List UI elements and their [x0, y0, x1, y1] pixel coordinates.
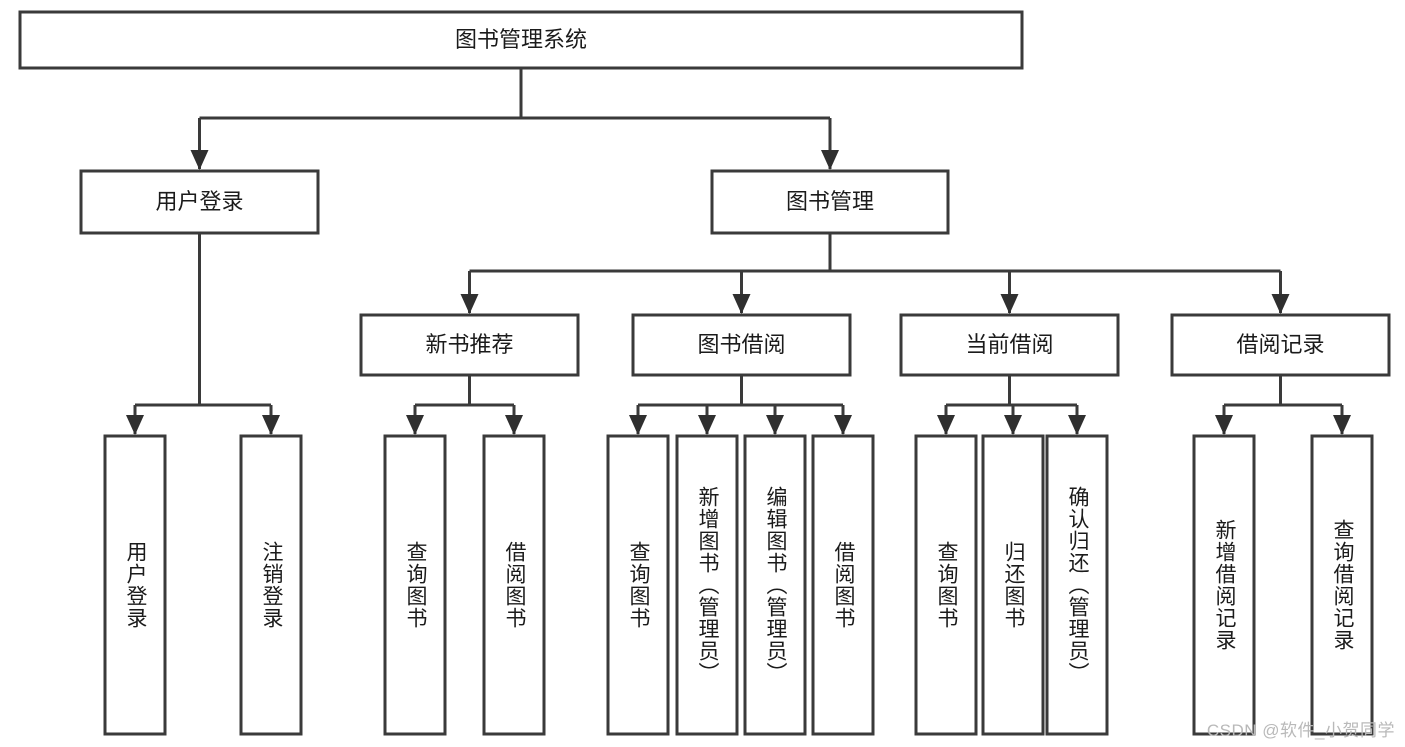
arrow-down-icon-level3-0 [460, 294, 479, 314]
arrow-down-icon-level3-3 [1271, 294, 1290, 314]
node-box-leaf-query-book-1[interactable] [383, 434, 447, 736]
node-box-user-login[interactable] [79, 169, 320, 235]
node-box-leaf-user-logout[interactable] [239, 434, 303, 736]
node-box-new-book-rec[interactable] [359, 313, 580, 377]
node-box-borrow-record[interactable] [1170, 313, 1391, 377]
arrow-down-icon-leaf-user-logout [262, 415, 280, 435]
arrow-down-icon-level3-2 [1000, 294, 1019, 314]
node-box-leaf-add-book[interactable] [675, 434, 739, 736]
node-box-current-borrow[interactable] [899, 313, 1120, 377]
arrow-down-icon-leaf-confirm-return [1068, 415, 1086, 435]
node-box-leaf-query-book-3[interactable] [914, 434, 978, 736]
node-box-leaf-confirm-return[interactable] [1045, 434, 1109, 736]
node-box-leaf-user-login[interactable] [103, 434, 167, 736]
node-label-user-login: 用户登录 [155, 189, 243, 214]
node-label-borrow-record: 借阅记录 [1236, 332, 1324, 357]
arrow-down-icon-leaf-query-book-3 [937, 415, 955, 435]
arrow-down-icon-level3-1 [732, 294, 751, 314]
arrow-down-icon-leaf-borrow-book-2 [834, 415, 852, 435]
arrow-down-icon-leaf-query-book-1 [406, 415, 424, 435]
node-label-book-borrow: 图书借阅 [697, 332, 785, 357]
watermark: CSDN @软件_小贺同学 [1206, 721, 1395, 740]
arrow-down-icon-leaf-user-login [126, 415, 144, 435]
node-box-leaf-borrow-book-2[interactable] [811, 434, 875, 736]
node-box-leaf-edit-book[interactable] [743, 434, 807, 736]
arrow-down-icon-leaf-add-book [698, 415, 716, 435]
node-box-book-borrow[interactable] [631, 313, 852, 377]
node-box-root[interactable] [18, 10, 1024, 70]
arrow-down-icon-leaf-edit-book [766, 415, 784, 435]
arrow-down-icon-leaf-borrow-book-1 [505, 415, 523, 435]
node-label-root: 图书管理系统 [455, 27, 587, 52]
node-box-book-manage[interactable] [710, 169, 950, 235]
node-box-leaf-query-record[interactable] [1310, 434, 1374, 736]
arrow-down-icon-leaf-return-book [1004, 415, 1022, 435]
node-box-leaf-borrow-book-1[interactable] [482, 434, 546, 736]
arrow-down-icon-level2-1 [821, 150, 839, 170]
node-label-current-borrow: 当前借阅 [965, 332, 1053, 357]
arrow-down-icon-leaf-query-record [1333, 415, 1351, 435]
connectors-layer [126, 68, 1351, 435]
node-box-leaf-query-book-2[interactable] [606, 434, 670, 736]
boxes-layer [18, 10, 1391, 736]
arrow-down-icon-leaf-query-book-2 [629, 415, 647, 435]
node-box-leaf-return-book[interactable] [981, 434, 1045, 736]
arrow-down-icon-level2-0 [190, 150, 209, 170]
node-label-book-manage: 图书管理 [786, 189, 874, 214]
node-label-new-book-rec: 新书推荐 [425, 332, 513, 357]
node-box-leaf-add-record[interactable] [1192, 434, 1256, 736]
arrow-down-icon-leaf-add-record [1215, 415, 1233, 435]
